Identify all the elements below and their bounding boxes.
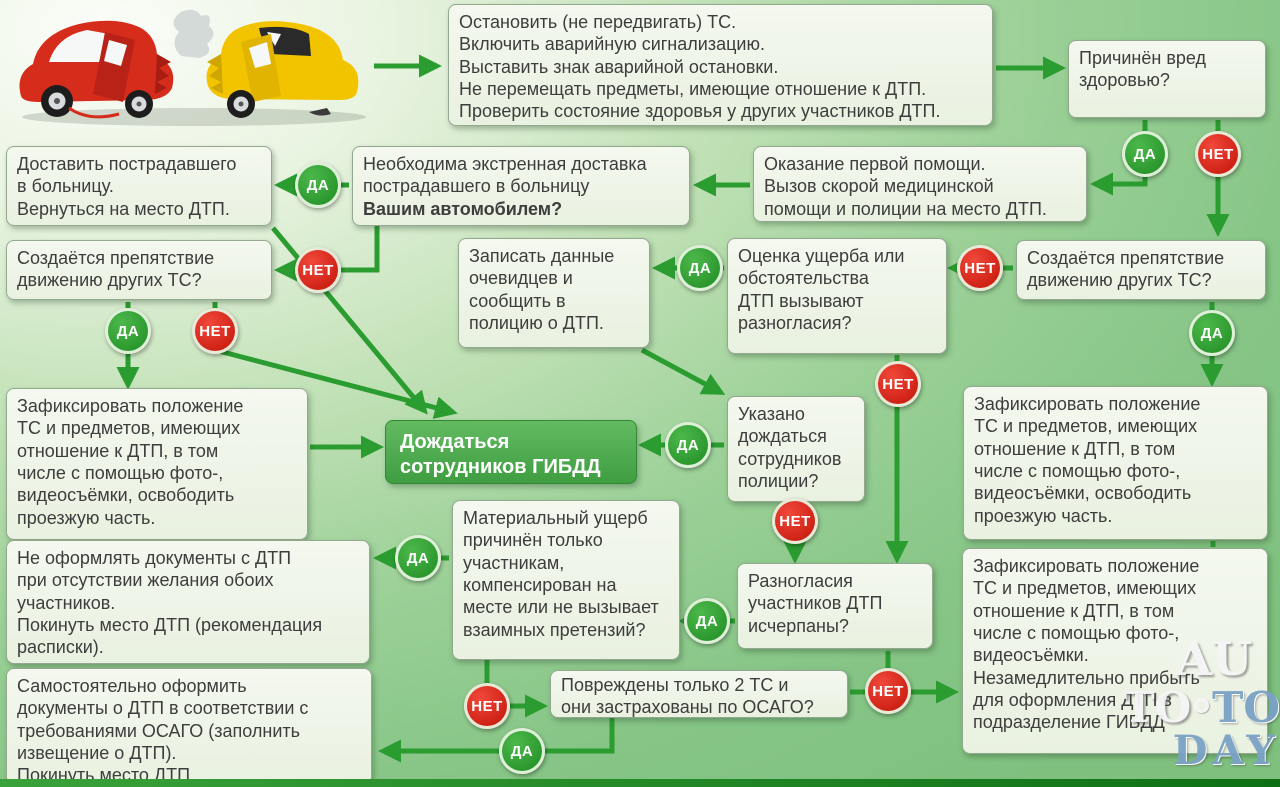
node-start-actions: Остановить (не передвигать) ТС. Включить…: [448, 4, 993, 126]
node-wait-gibdd: Дождаться сотрудников ГИБДД: [385, 420, 637, 484]
watermark-line3: DAY: [1172, 726, 1280, 774]
smoke-icon: [173, 9, 214, 58]
badge-yes: ДА: [1189, 310, 1235, 356]
node-first-aid: Оказание первой помощи. Вызов скорой мед…: [753, 146, 1087, 222]
badge-yes: ДА: [395, 535, 441, 581]
watermark-line1: AU: [1176, 632, 1252, 686]
node-text-bold: Вашим автомобилем?: [363, 198, 563, 219]
shadow: [22, 108, 366, 126]
badge-no: НЕТ: [1195, 131, 1241, 177]
node-no-docs: Не оформлять документы с ДТП при отсутст…: [6, 540, 370, 664]
yellow-car: [206, 21, 359, 118]
badge-no: НЕТ: [772, 498, 818, 544]
node-fix-arrive-gibdd: Зафиксировать положение ТС и предметов, …: [962, 548, 1268, 754]
badge-yes: ДА: [677, 245, 723, 291]
badge-no: НЕТ: [295, 247, 341, 293]
badge-no: НЕТ: [865, 668, 911, 714]
badge-yes: ДА: [499, 728, 545, 774]
badge-no: НЕТ: [875, 361, 921, 407]
node-text: Необходима экстренная доставка пострадав…: [363, 154, 647, 197]
node-fix-right: Зафиксировать положение ТС и предметов, …: [963, 386, 1268, 540]
node-deliver-victim: Доставить пострадавшего в больницу. Верн…: [6, 146, 272, 226]
node-obstacle-right: Создаётся препятствие движению других ТС…: [1016, 240, 1266, 300]
badge-no: НЕТ: [957, 245, 1003, 291]
node-disputes-settled: Разногласия участников ДТП исчерпаны?: [737, 563, 933, 649]
node-urgent-transport: Необходима экстренная доставка пострадав…: [352, 146, 690, 226]
bottom-border: [0, 779, 1280, 787]
car-crash-illustration: [19, 9, 366, 126]
watermark-dot-icon: [1194, 698, 1210, 714]
badge-yes: ДА: [105, 308, 151, 354]
edge-osago-yes-selfdocs: [378, 718, 615, 763]
badge-no: НЕТ: [464, 683, 510, 729]
badge-yes: ДА: [684, 598, 730, 644]
node-two-cars-osago: Повреждены только 2 ТС и они застрахован…: [550, 670, 848, 718]
node-told-wait: Указано дождаться сотрудников полиции?: [727, 396, 865, 502]
node-health-harm: Причинён вред здоровью?: [1068, 40, 1266, 118]
badge-yes: ДА: [295, 162, 341, 208]
edge-witnesses-toldwait: [640, 347, 726, 395]
node-obstacle-left: Создаётся препятствие движению других ТС…: [6, 240, 272, 300]
node-self-docs: Самостоятельно оформить документы о ДТП …: [6, 668, 372, 785]
badge-yes: ДА: [1122, 131, 1168, 177]
node-damage-dispute: Оценка ущерба или обстоятельства ДТП выз…: [727, 238, 947, 354]
node-witnesses: Записать данные очевидцев и сообщить в п…: [458, 238, 650, 348]
badge-no: НЕТ: [192, 308, 238, 354]
badge-yes: ДА: [665, 422, 711, 468]
red-car: [19, 20, 174, 119]
node-material-damage: Материальный ущерб причинён только участ…: [452, 500, 680, 660]
node-fix-left: Зафиксировать положение ТС и предметов, …: [6, 388, 308, 540]
